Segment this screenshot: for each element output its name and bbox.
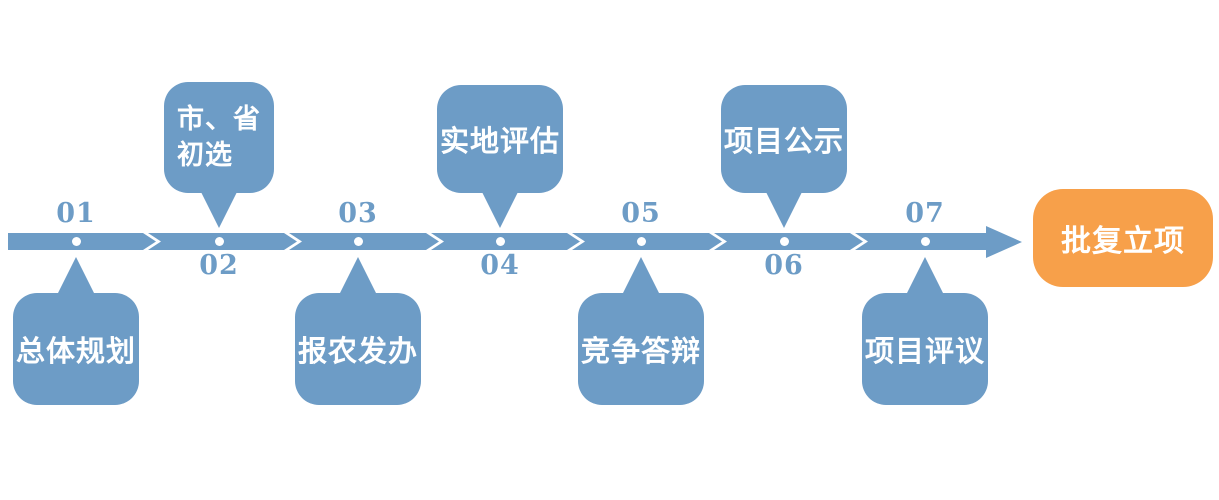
timeline-dot — [495, 237, 505, 246]
step-label-bubble: 实地评估 — [437, 85, 563, 193]
step-number: 07 — [905, 198, 945, 229]
timeline-dot — [779, 237, 789, 246]
timeline-dot — [636, 237, 646, 246]
step-number: 02 — [199, 250, 239, 281]
step-label-bubble: 市、省 初选 — [164, 82, 274, 193]
step-label-bubble: 总体规划 — [13, 293, 139, 405]
bubble-tail-icon — [200, 190, 238, 228]
arrow-segment-6 — [714, 233, 863, 250]
step-number: 04 — [480, 250, 520, 281]
arrow-segment-3 — [289, 233, 439, 250]
arrow-segment-5 — [572, 233, 722, 250]
step-label-bubble: 竞争答辩 — [578, 293, 704, 405]
bubble-tail-icon — [622, 257, 660, 295]
step-number: 03 — [338, 198, 378, 229]
final-step-box: 批复立项 — [1033, 189, 1213, 287]
bubble-tail-icon — [906, 257, 944, 295]
step-label-bubble: 报农发办 — [295, 293, 421, 405]
arrow-segment-4 — [431, 233, 580, 250]
timeline-dot — [71, 237, 81, 246]
step-label-bubble: 项目公示 — [721, 85, 847, 193]
bubble-tail-icon — [481, 190, 519, 228]
step-number: 01 — [56, 198, 96, 229]
arrow-head-icon — [986, 226, 1022, 258]
step-number: 06 — [764, 250, 804, 281]
step-number: 05 — [621, 198, 661, 229]
bubble-tail-icon — [57, 257, 95, 295]
timeline-dot — [920, 237, 930, 246]
bubble-tail-icon — [339, 257, 377, 295]
step-label-bubble: 项目评议 — [862, 293, 988, 405]
arrow-segment-1 — [8, 233, 156, 250]
bubble-tail-icon — [765, 190, 803, 228]
timeline-dot — [353, 237, 363, 246]
final-step-label: 批复立项 — [1061, 224, 1185, 259]
timeline-dot — [214, 237, 224, 246]
